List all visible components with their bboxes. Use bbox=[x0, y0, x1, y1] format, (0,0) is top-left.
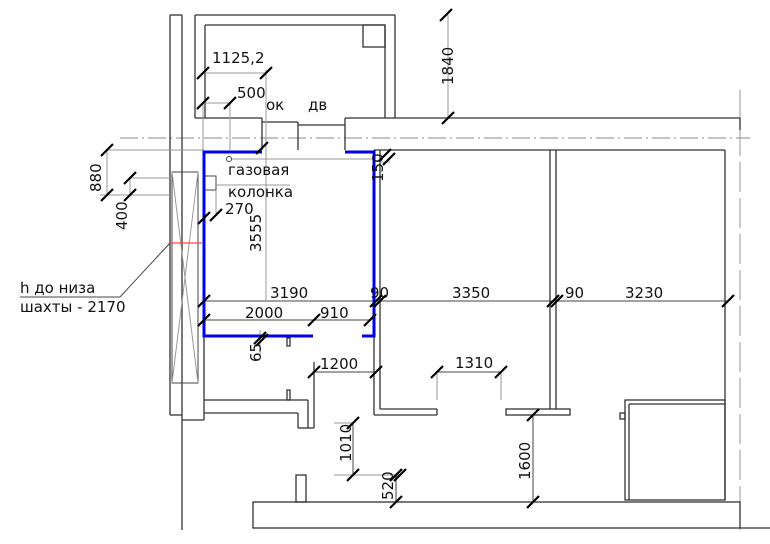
dimension-tick bbox=[369, 294, 383, 308]
gas-heater-label-1: газовая bbox=[228, 161, 289, 179]
gas-heater bbox=[203, 156, 374, 191]
window-label: ок bbox=[266, 96, 284, 114]
dimension-tick bbox=[123, 188, 137, 202]
dimension-tick bbox=[197, 294, 211, 308]
dimension-tick bbox=[253, 331, 267, 345]
dimension-tick bbox=[123, 171, 137, 185]
dimension-tick bbox=[307, 365, 321, 379]
dim-910: 910 bbox=[320, 304, 349, 322]
door-label: дв bbox=[308, 96, 327, 114]
dim-1600: 1600 bbox=[516, 442, 534, 480]
dim-400: 400 bbox=[113, 201, 131, 230]
dimension-tick bbox=[389, 495, 403, 509]
dimension-tick bbox=[255, 333, 269, 347]
dim-1310: 1310 bbox=[455, 354, 493, 372]
gas-heater-label-2: колонка bbox=[228, 183, 293, 201]
dim-90-left: 90 bbox=[370, 284, 389, 302]
dim-500: 500 bbox=[237, 84, 266, 102]
left-wall bbox=[169, 14, 183, 530]
ventilation-shaft bbox=[20, 171, 202, 384]
dim-90-right: 90 bbox=[565, 284, 584, 302]
leader-line bbox=[119, 242, 171, 298]
dimension-tick bbox=[196, 96, 210, 110]
dim-2000: 2000 bbox=[245, 304, 283, 322]
dimension-tick bbox=[255, 141, 269, 155]
dim-520: 520 bbox=[379, 471, 397, 500]
exterior-walls bbox=[252, 117, 770, 529]
dimension-tick bbox=[526, 408, 540, 422]
dimension-tick bbox=[346, 468, 360, 482]
dim-1010: 1010 bbox=[337, 424, 355, 462]
dimension-tick bbox=[223, 96, 237, 110]
interior-walls bbox=[182, 150, 726, 503]
dimension-tick bbox=[100, 143, 114, 157]
dimension-ticks bbox=[100, 8, 735, 509]
dimension-tick bbox=[369, 365, 383, 379]
dim-150: 150 bbox=[369, 153, 387, 182]
upper-room bbox=[194, 14, 396, 150]
dimension-tick bbox=[259, 66, 273, 80]
dim-3350: 3350 bbox=[452, 284, 490, 302]
dimension-tick bbox=[378, 148, 392, 162]
dimension-tick bbox=[307, 313, 321, 327]
dimension-tick bbox=[197, 313, 211, 327]
dimension-tick bbox=[389, 468, 403, 482]
dimension-tick bbox=[382, 152, 396, 166]
dimension-tick bbox=[209, 208, 223, 222]
dimension-tick bbox=[373, 294, 387, 308]
dim-3230: 3230 bbox=[625, 284, 663, 302]
dim-1125: 1125,2 bbox=[212, 49, 265, 67]
dimension-tick bbox=[439, 8, 453, 22]
dim-1200: 1200 bbox=[320, 355, 358, 373]
dim-880: 880 bbox=[87, 163, 105, 192]
dimension-tick bbox=[197, 211, 211, 225]
dimension-tick bbox=[430, 365, 444, 379]
dim-3190: 3190 bbox=[270, 284, 308, 302]
dimension-tick bbox=[494, 365, 508, 379]
dimension-tick bbox=[550, 294, 564, 308]
dimension-tick bbox=[346, 416, 360, 430]
dimension-tick bbox=[441, 111, 455, 125]
shaft-label-2: шахты - 2170 bbox=[20, 298, 126, 316]
dim-270: 270 bbox=[225, 200, 254, 218]
dimension-tick bbox=[721, 294, 735, 308]
kitchen-outline-left bbox=[202, 150, 313, 338]
dimension-tick bbox=[363, 313, 377, 327]
dimension-tick bbox=[100, 188, 114, 202]
shaft-label-1: h до низа bbox=[20, 279, 95, 297]
dim-1840: 1840 bbox=[439, 47, 457, 85]
dimension-tick bbox=[196, 66, 210, 80]
dimension-tick bbox=[546, 294, 560, 308]
kitchen-outline-right bbox=[345, 150, 376, 338]
dim-65: 65 bbox=[247, 343, 265, 362]
dimension-tick bbox=[526, 495, 540, 509]
dimension-lines bbox=[100, 15, 728, 502]
dimension-tick bbox=[393, 468, 407, 482]
dim-3555: 3555 bbox=[247, 214, 265, 252]
